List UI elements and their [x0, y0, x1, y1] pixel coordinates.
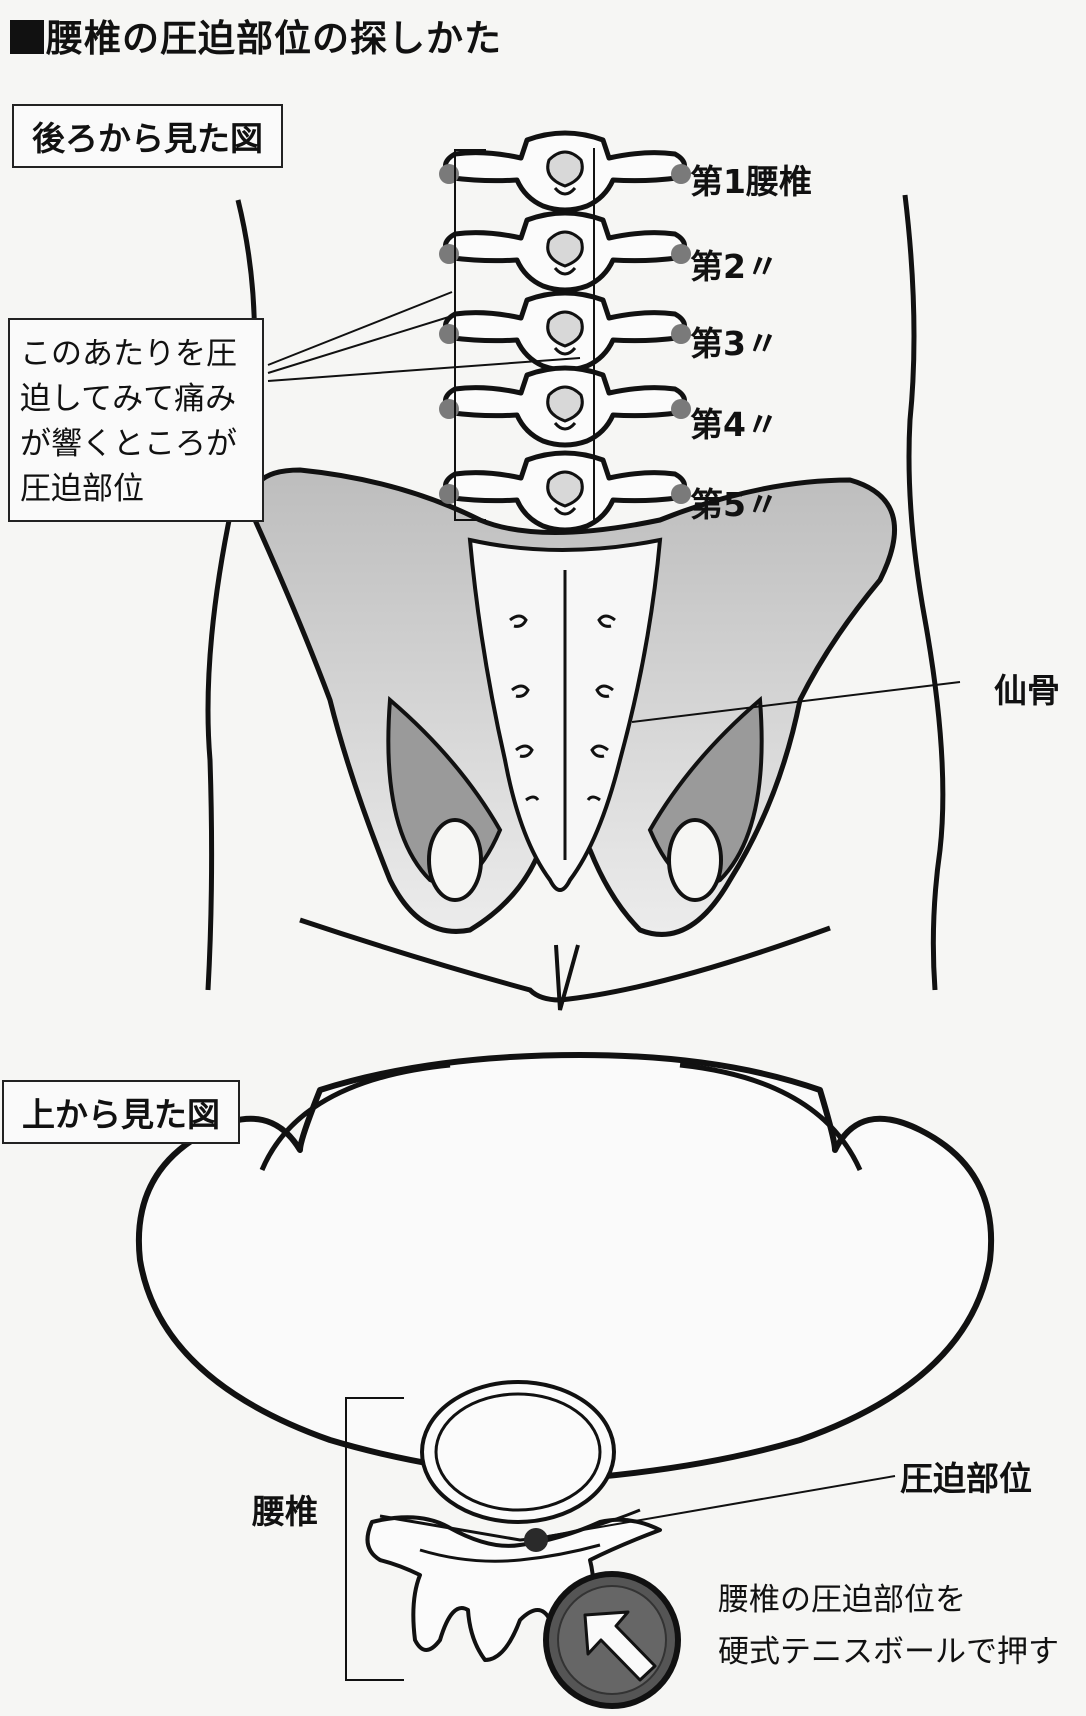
vertebra-label-1: 第1腰椎 — [690, 162, 812, 201]
instruction-line-1: 腰椎の圧迫部位を — [718, 1582, 966, 1618]
lumbar-bracket — [345, 1397, 404, 1681]
vertebral-body — [420, 1380, 616, 1524]
vertebra-label-5: 第5〃 — [690, 485, 779, 524]
vertebra-label-4: 第4〃 — [690, 405, 779, 444]
instruction-line-2: 硬式テニスボールで押す — [718, 1634, 1059, 1670]
callout-line-2: 迫してみて痛み — [20, 381, 237, 417]
sacrum-label: 仙骨 — [994, 671, 1060, 710]
page-title: 腰椎の圧迫部位の探しかた — [10, 8, 502, 62]
pressure-point-dot — [524, 1528, 548, 1552]
spine-bracket — [454, 149, 486, 521]
push-arrow-icon — [583, 1610, 657, 1682]
lumbar-label: 腰椎 — [252, 1492, 318, 1531]
torso-right-outline — [902, 194, 946, 991]
back-view-illustration — [205, 133, 961, 1011]
vertebra-label-2: 第2〃 — [690, 247, 779, 286]
top-view-illustration — [135, 1052, 995, 1709]
callout-line-1: このあたりを圧 — [20, 336, 237, 372]
pressure-site-label: 圧迫部位 — [900, 1459, 1032, 1498]
callout-line-4: 圧迫部位 — [20, 471, 144, 507]
vertebra-label-3: 第3〃 — [690, 324, 779, 363]
torso-cross-section — [135, 1052, 995, 1483]
top-view-heading: 上から見た図 — [2, 1080, 240, 1144]
lumbar-spine — [439, 133, 691, 530]
pressure-callout: このあたりを圧 迫してみて痛み が響くところが 圧迫部位 — [8, 318, 264, 522]
gluteal-cleft — [554, 944, 580, 1011]
callout-line-3: が響くところが — [20, 426, 237, 462]
back-view-heading: 後ろから見た図 — [12, 104, 283, 168]
buttocks-line — [299, 917, 831, 1003]
